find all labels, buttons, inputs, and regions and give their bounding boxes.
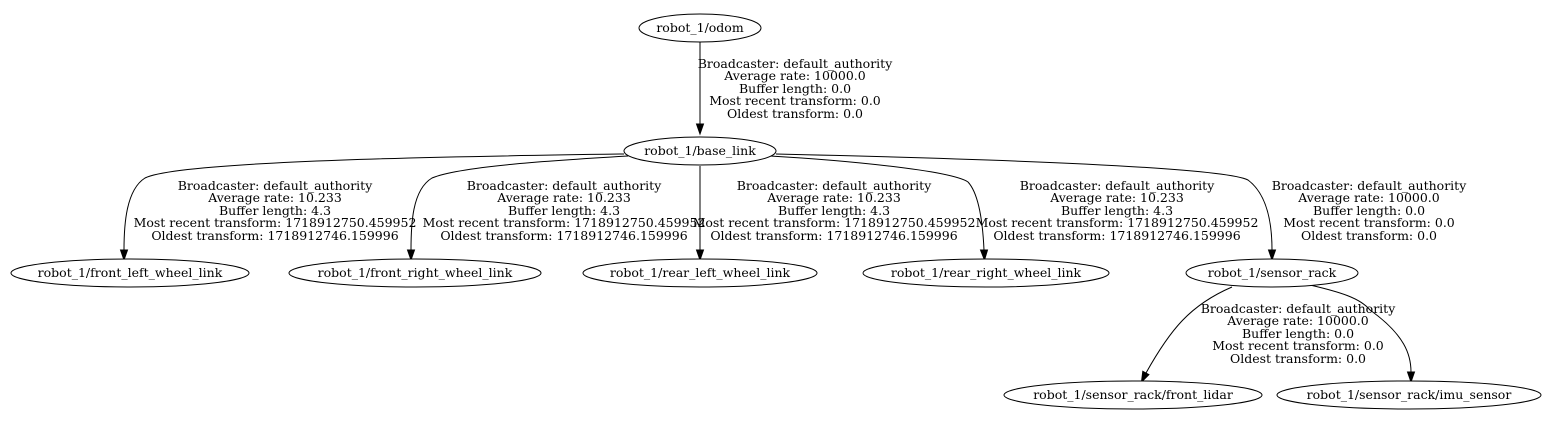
edge-label-base-link-to-front-right-wheel: Broadcaster: default_authority Average r…	[423, 178, 706, 243]
node-rear-right-wheel-link-label: robot_1/rear_right_wheel_link	[891, 265, 1082, 280]
label-average-rate: Average rate: 10.233	[207, 190, 342, 205]
label-broadcaster: Broadcaster: default_authority	[467, 178, 662, 193]
label-buffer-length: Buffer length: 4.3	[219, 203, 331, 218]
node-front-lidar: robot_1/sensor_rack/front_lidar	[1003, 380, 1263, 410]
label-oldest-transform: Oldest transform: 0.0	[727, 106, 863, 121]
label-most-recent-transform: Most recent transform: 1718912750.459952	[423, 215, 706, 230]
label-oldest-transform: Oldest transform: 1718912746.159996	[710, 228, 957, 243]
edge-sensor-rack-to-imu-sensor	[1309, 284, 1416, 384]
label-oldest-transform: Oldest transform: 1718912746.159996	[151, 228, 398, 243]
node-rear-left-wheel-link: robot_1/rear_left_wheel_link	[582, 258, 818, 288]
node-odom: robot_1/odom	[638, 13, 762, 43]
node-front-lidar-label: robot_1/sensor_rack/front_lidar	[1033, 387, 1233, 402]
label-broadcaster: Broadcaster: default_authority	[737, 178, 932, 193]
node-odom-label: robot_1/odom	[656, 20, 744, 35]
label-broadcaster: Broadcaster: default_authority	[1272, 178, 1467, 193]
edge-sensor-rack-to-front-lidar	[1140, 286, 1233, 384]
label-broadcaster: Broadcaster: default_authority	[1020, 178, 1215, 193]
label-most-recent-transform: Most recent transform: 1718912750.459952	[693, 215, 976, 230]
label-average-rate: Average rate: 10.233	[496, 190, 631, 205]
label-buffer-length: Buffer length: 0.0	[1313, 203, 1425, 218]
edge-label-base-link-to-sensor-rack: Broadcaster: default_authority Average r…	[1272, 178, 1467, 243]
edge-label-base-link-to-rear-left-wheel: Broadcaster: default_authority Average r…	[693, 178, 976, 243]
node-base-link-label: robot_1/base_link	[644, 143, 756, 158]
label-buffer-length: Buffer length: 0.0	[1242, 326, 1354, 341]
label-average-rate: Average rate: 10000.0	[1297, 190, 1440, 205]
label-average-rate: Average rate: 10000.0	[723, 68, 866, 83]
label-average-rate: Average rate: 10.233	[1049, 190, 1184, 205]
node-rear-left-wheel-link-label: robot_1/rear_left_wheel_link	[610, 265, 791, 280]
node-imu-sensor-label: robot_1/sensor_rack/imu_sensor	[1307, 387, 1512, 402]
label-average-rate: Average rate: 10000.0	[1226, 313, 1369, 328]
edge-label-odom-to-base-link: Broadcaster: default_authority Average r…	[698, 56, 893, 121]
label-oldest-transform: Oldest transform: 0.0	[1230, 351, 1366, 366]
node-front-right-wheel-link: robot_1/front_right_wheel_link	[288, 258, 542, 288]
label-buffer-length: Buffer length: 4.3	[1061, 203, 1173, 218]
label-oldest-transform: Oldest transform: 0.0	[1301, 228, 1437, 243]
edge-base-link-to-front-left-wheel	[119, 153, 625, 262]
node-rear-right-wheel-link: robot_1/rear_right_wheel_link	[862, 258, 1110, 288]
label-most-recent-transform: Most recent transform: 0.0	[1212, 338, 1384, 353]
label-most-recent-transform: Most recent transform: 0.0	[1283, 215, 1455, 230]
node-imu-sensor: robot_1/sensor_rack/imu_sensor	[1276, 380, 1542, 410]
label-buffer-length: Buffer length: 4.3	[508, 203, 620, 218]
node-sensor-rack: robot_1/sensor_rack	[1185, 258, 1359, 288]
label-average-rate: Average rate: 10.233	[766, 190, 901, 205]
edge-base-link-to-rear-right-wheel	[769, 155, 989, 262]
label-most-recent-transform: Most recent transform: 0.0	[709, 93, 881, 108]
edge-odom-to-base-link	[695, 42, 705, 136]
node-front-right-wheel-link-label: robot_1/front_right_wheel_link	[318, 265, 513, 280]
label-buffer-length: Buffer length: 0.0	[739, 81, 851, 96]
edge-base-link-to-sensor-rack	[775, 153, 1277, 262]
label-broadcaster: Broadcaster: default_authority	[178, 178, 373, 193]
label-most-recent-transform: Most recent transform: 1718912750.459952	[134, 215, 417, 230]
label-most-recent-transform: Most recent transform: 1718912750.459952	[976, 215, 1259, 230]
label-buffer-length: Buffer length: 4.3	[778, 203, 890, 218]
node-base-link: robot_1/base_link	[623, 136, 777, 166]
label-oldest-transform: Oldest transform: 1718912746.159996	[993, 228, 1240, 243]
label-broadcaster: Broadcaster: default_authority	[698, 56, 893, 71]
node-front-left-wheel-link: robot_1/front_left_wheel_link	[10, 258, 250, 288]
edge-label-base-link-to-rear-right-wheel: Broadcaster: default_authority Average r…	[976, 178, 1259, 243]
edge-label-base-link-to-front-left-wheel: Broadcaster: default_authority Average r…	[134, 178, 417, 243]
edge-label-sensor-rack-to-sensors: Broadcaster: default_authority Average r…	[1201, 301, 1396, 366]
node-front-left-wheel-link-label: robot_1/front_left_wheel_link	[38, 265, 223, 280]
edge-base-link-to-rear-left-wheel	[695, 166, 705, 262]
edge-base-link-to-front-right-wheel	[406, 155, 629, 262]
label-broadcaster: Broadcaster: default_authority	[1201, 301, 1396, 316]
node-sensor-rack-label: robot_1/sensor_rack	[1208, 265, 1337, 280]
label-oldest-transform: Oldest transform: 1718912746.159996	[440, 228, 687, 243]
